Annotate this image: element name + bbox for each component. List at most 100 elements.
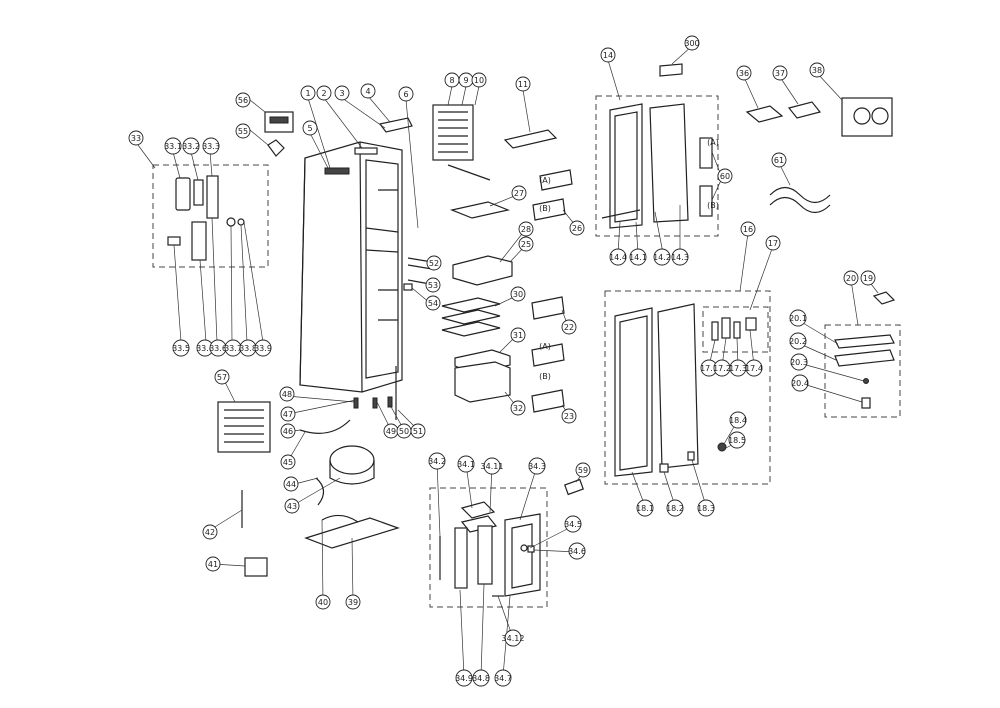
callout-circle (511, 185, 527, 201)
callout-circle (561, 408, 577, 424)
callout-circle (128, 130, 144, 146)
callout-33-1: 33.1 (164, 137, 182, 155)
callout-circle (510, 286, 526, 302)
callout-37: 37 (772, 65, 788, 81)
callout-circle (789, 332, 807, 350)
callout-circle (736, 65, 752, 81)
callout-30: 30 (510, 286, 526, 302)
callout-circle (728, 431, 746, 449)
callout-circle (504, 629, 522, 647)
callout-33-3: 33.3 (202, 137, 220, 155)
callout-label: 22 (564, 323, 574, 332)
callout-circle (315, 594, 331, 610)
callout-circle (771, 152, 787, 168)
callout-label: 56 (238, 96, 248, 105)
callout-label: 18.3 (697, 504, 715, 513)
callout-label: 34.9 (455, 674, 473, 683)
callout-61: 61 (771, 152, 787, 168)
callout-label: 16 (743, 225, 753, 234)
callout-27: 27 (511, 185, 527, 201)
callout-circle (280, 406, 296, 422)
callout-33-9: 33.9 (254, 339, 272, 357)
callout-circle (809, 62, 825, 78)
group-box-14 (595, 95, 719, 237)
cabinet-body (299, 117, 413, 393)
callout-33: 33 (128, 130, 144, 146)
callout-33-6: 33.6 (209, 339, 227, 357)
callout-5: 5 (302, 120, 318, 136)
callout-circle (202, 137, 220, 155)
callout-25: 25 (518, 236, 534, 252)
callout-label: 33.3 (202, 142, 220, 151)
callout-23: 23 (561, 408, 577, 424)
callout-label: 53 (428, 281, 438, 290)
callout-label: 38 (812, 66, 822, 75)
callout-26: 26 (569, 220, 585, 236)
callout-52: 52 (426, 255, 442, 271)
callout-label: 34.2 (428, 457, 446, 466)
callout-39: 39 (345, 594, 361, 610)
callout-label: 40 (318, 598, 328, 607)
callout-label: 14.4 (609, 253, 627, 262)
callout-label: 25 (521, 240, 531, 249)
callout-label: 51 (413, 427, 423, 436)
callout-label: 34.12 (502, 634, 525, 643)
control-box-parts (167, 175, 245, 261)
callout-circle (717, 168, 733, 184)
callout-circle (653, 248, 671, 266)
callout-circle (528, 457, 546, 475)
callout-circle (860, 270, 876, 286)
callout-44: 44 (283, 476, 299, 492)
callout-label: 300 (684, 39, 699, 48)
callout-label: 49 (386, 427, 396, 436)
callout-11: 11 (515, 76, 531, 92)
callout-label: 14.2 (653, 253, 671, 262)
callout-57: 57 (214, 369, 230, 385)
callout-34-8: 34.8 (472, 669, 490, 687)
callout-circle (609, 248, 627, 266)
callout-20-1: 20.1 (789, 309, 807, 327)
callout-label: 59 (578, 466, 588, 475)
callout-label: 39 (348, 598, 358, 607)
callout-label: 55 (238, 127, 248, 136)
callout-circle (636, 499, 654, 517)
callout-label: 18.1 (636, 504, 654, 513)
callout-circle (302, 120, 318, 136)
callout-circle (202, 524, 218, 540)
callout-circle (494, 669, 512, 687)
callout-circle (455, 669, 473, 687)
callout-circle (164, 137, 182, 155)
callout-label: 3 (339, 89, 344, 98)
callout-label: 48 (282, 390, 292, 399)
callout-label: 31 (513, 331, 523, 340)
group-box-16 (604, 290, 771, 485)
hinge-parts (439, 478, 584, 597)
callout-circle (428, 452, 446, 470)
callout-label: 33.5 (172, 344, 190, 353)
callout-label: 34.1 (457, 460, 475, 469)
callout-3: 3 (334, 85, 350, 101)
callout-circle (398, 86, 414, 102)
callout-4: 4 (360, 83, 376, 99)
callout-circle (518, 221, 534, 237)
callout-34-5: 34.5 (564, 515, 582, 533)
callout-43: 43 (284, 498, 300, 514)
callout-circle (510, 327, 526, 343)
callout-circle (426, 255, 442, 271)
callout-label: 28 (521, 225, 531, 234)
callout-14-3: 14.3 (671, 248, 689, 266)
callout-circle (284, 498, 300, 514)
callout-label: 23 (564, 412, 574, 421)
callout-41: 41 (205, 556, 221, 572)
callout-label: 14.1 (629, 253, 647, 262)
callout-36: 36 (736, 65, 752, 81)
callout-circle (684, 35, 700, 51)
callout-label: 33.6 (209, 344, 227, 353)
callout-14-4: 14.4 (609, 248, 627, 266)
callout-47: 47 (280, 406, 296, 422)
callout-34-12: 34.12 (502, 629, 525, 647)
callout-label: 14 (603, 51, 613, 60)
callout-46: 46 (280, 423, 296, 439)
